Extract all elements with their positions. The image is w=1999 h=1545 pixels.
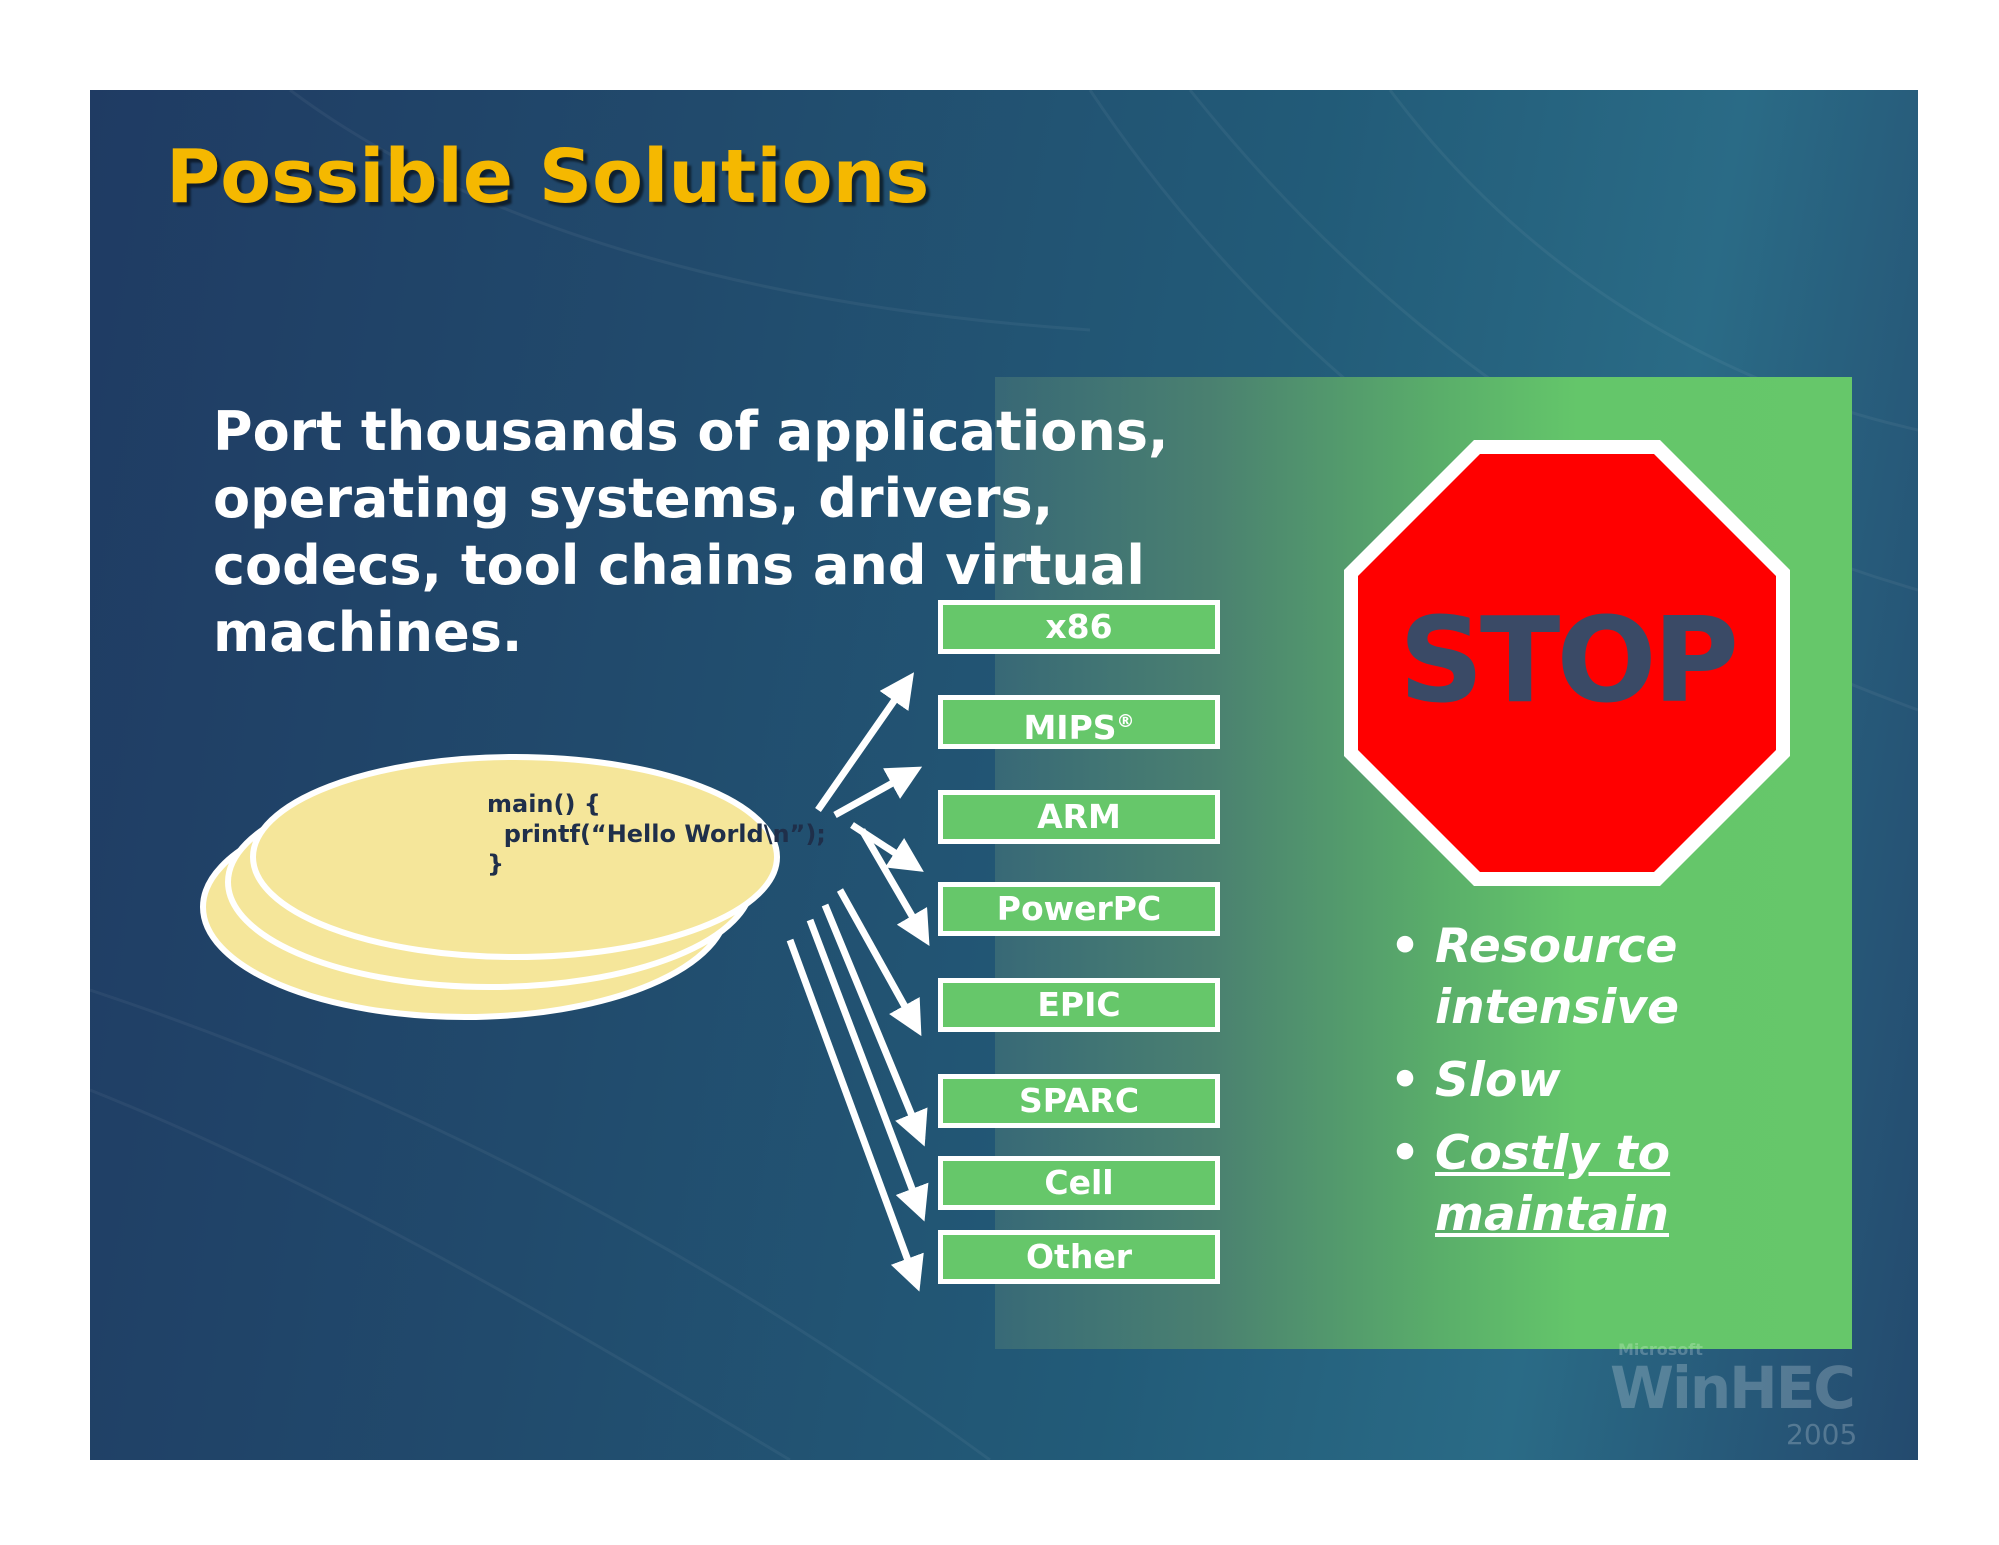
slide: Possible Solutions Port thousands of app… (90, 90, 1918, 1460)
code-line-2: printf(“Hello World\n”); (487, 820, 826, 848)
registered-mark: ® (1116, 711, 1135, 732)
arch-box-other: Other (938, 1230, 1220, 1284)
arch-label: x86 (1045, 607, 1113, 646)
list-item: • Resource intensive (1390, 916, 1765, 1038)
arch-box-x86: x86 (938, 600, 1220, 654)
arrow-powerpc (858, 828, 930, 947)
arch-box-arm: ARM (938, 790, 1220, 844)
logo-name: WinHEC (1610, 1354, 1856, 1422)
logo-company: Microsoft (1618, 1340, 1703, 1359)
arch-label: Other (1026, 1237, 1132, 1276)
arch-label: EPIC (1037, 985, 1121, 1024)
porting-diagram (200, 672, 930, 1292)
code-line-1: main() { (487, 790, 601, 818)
bullet-text: Resource intensive (1435, 919, 1679, 1035)
arch-label: PowerPC (996, 889, 1162, 928)
list-item: • Costly to maintain (1390, 1123, 1765, 1245)
code-line-3: } (487, 850, 505, 878)
arch-box-powerpc: PowerPC (938, 882, 1220, 936)
arrow-x86 (815, 672, 915, 813)
arch-box-mips: MIPS® (938, 695, 1220, 749)
slide-title: Possible Solutions (166, 134, 930, 220)
bullet-dot: • (1390, 919, 1421, 974)
arrows (786, 672, 930, 1292)
arch-box-cell: Cell (938, 1156, 1220, 1210)
arch-label: SPARC (1018, 1081, 1140, 1120)
list-item: • Slow (1390, 1050, 1765, 1111)
code-bubble-stack (200, 754, 780, 1020)
arch-box-sparc: SPARC (938, 1074, 1220, 1128)
arch-label: ARM (1037, 797, 1121, 836)
bullet-text: Costly to maintain (1435, 1126, 1671, 1242)
arrow-epic (836, 888, 922, 1037)
arch-label: Cell (1044, 1163, 1114, 1202)
bullet-dot: • (1390, 1126, 1421, 1181)
bullet-dot: • (1390, 1053, 1421, 1108)
stop-sign-text: STOP (1398, 591, 1739, 729)
arrow-mips (833, 766, 923, 819)
arch-box-epic: EPIC (938, 978, 1220, 1032)
arrow-cell (806, 918, 929, 1222)
stop-sign-icon (1344, 440, 1790, 886)
drawbacks-list: • Resource intensive • Slow • Costly to … (1390, 916, 1765, 1257)
bullet-text: Slow (1435, 1053, 1561, 1108)
logo-year: 2005 (1786, 1418, 1858, 1451)
arrow-other (786, 938, 924, 1292)
intro-text: Port thousands of applications, operatin… (213, 400, 1169, 664)
arch-label: MIPS (1023, 708, 1117, 747)
winhec-logo: Microsoft WinHEC 2005 (1610, 1340, 1880, 1451)
arrow-sparc (821, 903, 928, 1147)
